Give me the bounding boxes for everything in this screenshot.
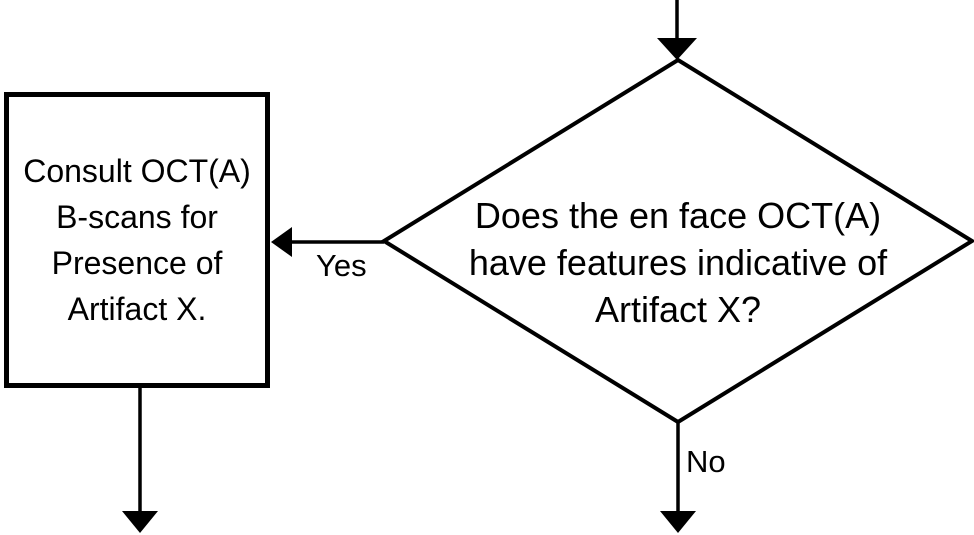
- process-exit-arrowhead-icon: [122, 511, 158, 533]
- yes-arrowhead-icon: [271, 227, 292, 257]
- process-box-line: Artifact X.: [67, 291, 207, 327]
- no-arrowhead-icon: [660, 511, 696, 533]
- yes-branch-label: Yes: [316, 248, 367, 283]
- decision-diamond-label: Does the en face OCT(A) have features in…: [383, 192, 973, 333]
- process-box-line: B-scans for: [56, 199, 218, 235]
- process-box-shape: [4, 92, 270, 388]
- process-box-label: Consult OCT(A) B-scans for Presence of A…: [4, 92, 270, 388]
- no-branch-label: No: [686, 444, 726, 479]
- process-box-line: Presence of: [51, 245, 223, 281]
- decision-diamond-line: Does the en face OCT(A): [474, 195, 882, 236]
- incoming-arrowhead-icon: [657, 38, 697, 60]
- decision-diamond-line: Artifact X?: [594, 289, 762, 330]
- decision-diamond-line: have features indicative of: [468, 242, 888, 283]
- process-box-line: Consult OCT(A): [23, 153, 251, 189]
